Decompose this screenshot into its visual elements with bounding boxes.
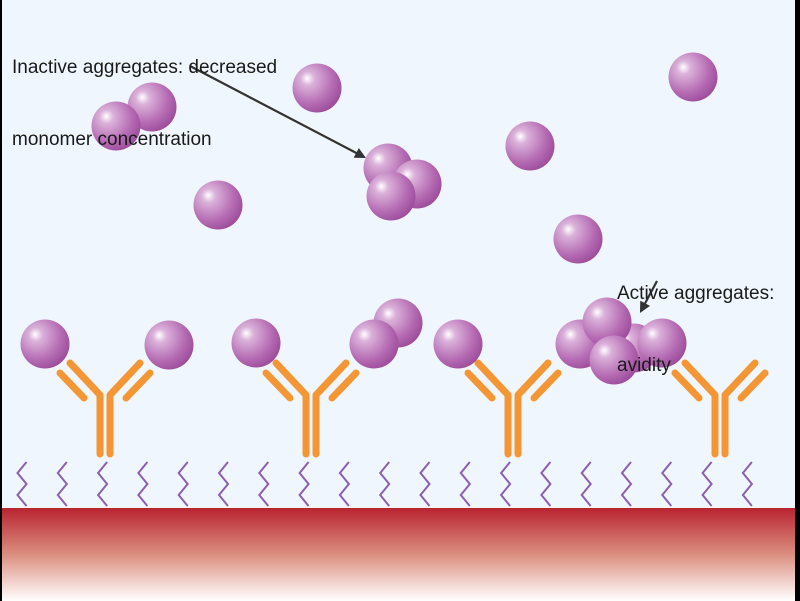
- inactive-arrow: [189, 65, 366, 159]
- linker-zigzag: [701, 461, 713, 507]
- active-aggregate-sphere: [582, 297, 632, 347]
- bound-monomer-sphere: [433, 319, 483, 369]
- active-aggregate-sphere: [589, 335, 639, 385]
- inactive-aggregate-sphere: [366, 171, 416, 221]
- linker-zigzag: [419, 461, 431, 507]
- bound-monomer-sphere: [144, 320, 194, 370]
- inactive-aggregate-sphere: [91, 101, 141, 151]
- active-arrow: [639, 280, 658, 313]
- antibody-chain: [514, 359, 552, 399]
- linker-zigzag: [217, 461, 230, 507]
- linker-zigzag: [661, 461, 673, 507]
- antibody-icon: [464, 359, 562, 458]
- linker-zigzag: [177, 461, 189, 507]
- antibody-chain: [328, 369, 360, 402]
- monomers: [20, 52, 718, 385]
- linker-zigzag: [459, 461, 472, 507]
- monomer-sphere: [292, 63, 342, 113]
- surface-linkers: [16, 461, 754, 507]
- antibodies: [56, 359, 769, 458]
- monomer-sphere: [553, 214, 603, 264]
- linker-zigzag: [580, 461, 592, 507]
- antibody-chain: [721, 359, 759, 399]
- surface-substrate: [2, 508, 795, 601]
- antibody-icon: [671, 359, 769, 458]
- monomer-sphere: [193, 180, 243, 230]
- antibody-chain: [66, 359, 104, 399]
- bound-aggregate-sphere: [349, 319, 399, 369]
- antibody-chain: [681, 359, 719, 399]
- antibody-chain: [122, 369, 154, 402]
- linker-zigzag: [540, 461, 552, 507]
- linker-zigzag: [258, 461, 270, 507]
- active-label-line2: avidity: [617, 355, 671, 376]
- linker-zigzag: [96, 461, 109, 507]
- antibody-chain: [106, 359, 144, 399]
- linker-zigzag: [620, 461, 633, 507]
- active-aggregates-label: Active aggregates: avidity: [617, 234, 774, 426]
- antibody-chain: [530, 369, 562, 402]
- active-aggregate-sphere: [637, 318, 687, 368]
- inactive-aggregates-label: Inactive aggregates: decreased monomer c…: [12, 8, 277, 200]
- linker-zigzag: [741, 461, 754, 507]
- linker-zigzag: [137, 461, 149, 507]
- bound-monomer-sphere: [231, 318, 281, 368]
- antibody-chain: [312, 359, 350, 399]
- inactive-aggregate-sphere: [127, 82, 177, 132]
- linker-zigzag: [56, 461, 69, 507]
- linker-zigzag: [338, 461, 351, 507]
- antibody-chain: [56, 369, 88, 402]
- linker-zigzag: [298, 461, 310, 507]
- antibody-chain: [272, 359, 310, 399]
- antibody-chain: [474, 359, 512, 399]
- inactive-label-line1: Inactive aggregates: decreased: [12, 57, 278, 78]
- solution-background: [2, 0, 795, 510]
- antibody-chain: [737, 369, 769, 402]
- antibody-icon: [262, 359, 360, 458]
- linker-zigzag: [378, 461, 391, 507]
- bound-monomer-sphere: [20, 319, 70, 369]
- inactive-label-line2: monomer concentration: [12, 129, 212, 150]
- monomer-sphere: [505, 121, 555, 171]
- antibody-chain: [671, 369, 703, 402]
- antibody-chain: [262, 369, 294, 402]
- monomer-sphere: [668, 52, 718, 102]
- antibody-chain: [464, 369, 496, 402]
- active-label-line1: Active aggregates:: [617, 283, 775, 304]
- linker-zigzag: [499, 461, 512, 507]
- linker-zigzag: [16, 461, 28, 507]
- antibody-icon: [56, 359, 154, 458]
